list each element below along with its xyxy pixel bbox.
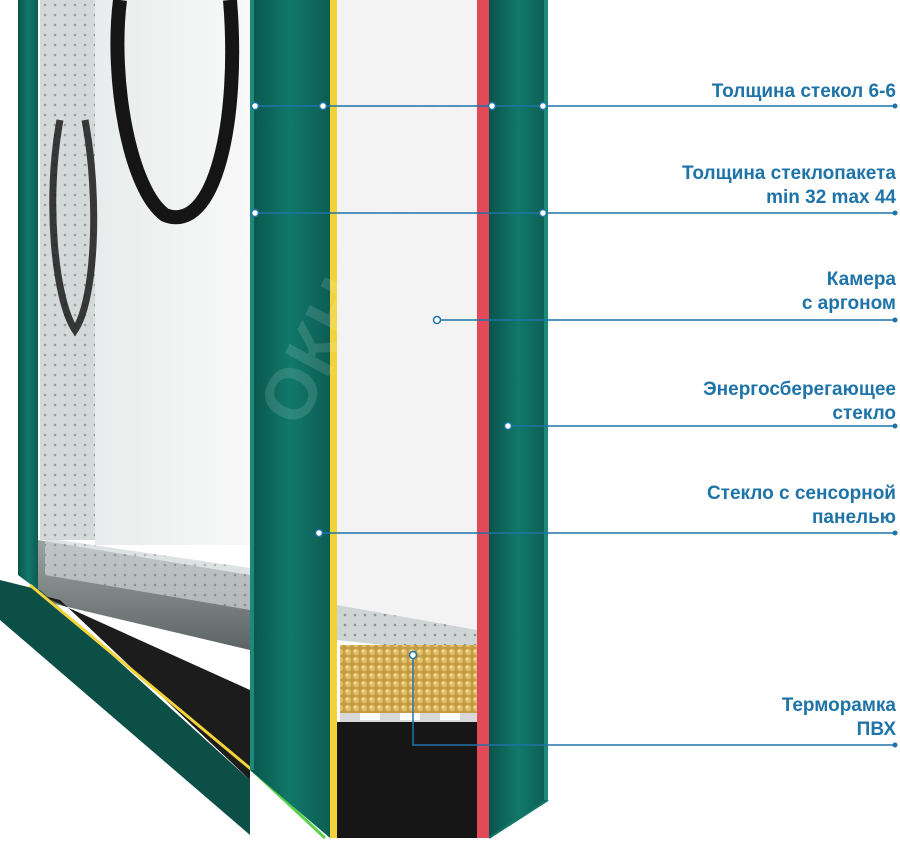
leader-dot — [314, 528, 324, 538]
callout-label-energy-glass: Энергосберегающее стекло — [703, 378, 896, 426]
yellow-spacer — [330, 0, 337, 838]
callout-label-touch-glass: Стекло с сенсорной панелью — [707, 482, 896, 530]
left-glass-pane — [250, 0, 330, 838]
left-frame-seal — [0, 580, 250, 835]
leader-dot — [487, 101, 497, 111]
leader-dot — [408, 650, 418, 660]
leader-dot — [250, 101, 260, 111]
leader-dot — [538, 101, 548, 111]
left-glass-edge — [250, 0, 254, 770]
callout-label-glass-thickness: Толщина стекол 6-6 — [712, 80, 896, 104]
leader-dot — [250, 208, 260, 218]
sealant-block — [337, 722, 480, 838]
spacer-floor-perforated — [45, 538, 250, 610]
leader-dot — [538, 208, 548, 218]
callout-line: ПВХ — [856, 719, 896, 740]
leader-line-thermo-frame — [412, 655, 897, 746]
callout-line: Энергосберегающее — [703, 379, 896, 400]
red-spacer — [477, 0, 489, 838]
callout-line: Толщина стекол 6-6 — [711, 81, 896, 102]
leader-lines — [250, 101, 898, 748]
callout-line: Стекло с сенсорной — [706, 483, 896, 504]
left-frame-yellow-edge — [29, 583, 253, 772]
right-glass-pane — [489, 0, 548, 838]
leader-dot — [432, 315, 442, 325]
thermoframe-top — [337, 605, 477, 655]
callout-label-unit-thickness: Толщина стеклопакета min 32 max 44 — [682, 162, 896, 210]
left-frame-black — [40, 595, 250, 780]
leader-end-dot — [892, 210, 898, 216]
callout-line: Толщина стеклопакета — [682, 163, 896, 184]
callout-label-argon-chamber: Камера с аргоном — [802, 268, 896, 316]
right-glass-bottom-edge — [488, 799, 549, 839]
reflection-curve-small — [49, 119, 98, 337]
leader-dot — [503, 421, 513, 431]
callout-line: Камера — [826, 269, 896, 290]
leader-dot — [318, 101, 328, 111]
callout-line: min 32 max 44 — [766, 187, 896, 208]
back-glass-pane — [18, 0, 38, 590]
leader-end-dot — [892, 423, 898, 429]
callout-line: Терморамка — [781, 695, 896, 716]
back-spacer-strip — [40, 0, 95, 540]
right-glass-edge — [544, 0, 548, 800]
callout-line: стекло — [832, 403, 896, 424]
reflection-curve — [110, 0, 240, 225]
leader-end-dot — [892, 530, 898, 536]
callout-line: с аргоном — [801, 293, 896, 314]
leader-end-dot — [892, 742, 898, 748]
leader-end-dot — [892, 103, 898, 109]
desiccant-fill — [340, 645, 477, 713]
leader-end-dot — [892, 317, 898, 323]
callout-line: панелью — [811, 507, 896, 528]
thermoframe-serrated — [340, 713, 477, 722]
